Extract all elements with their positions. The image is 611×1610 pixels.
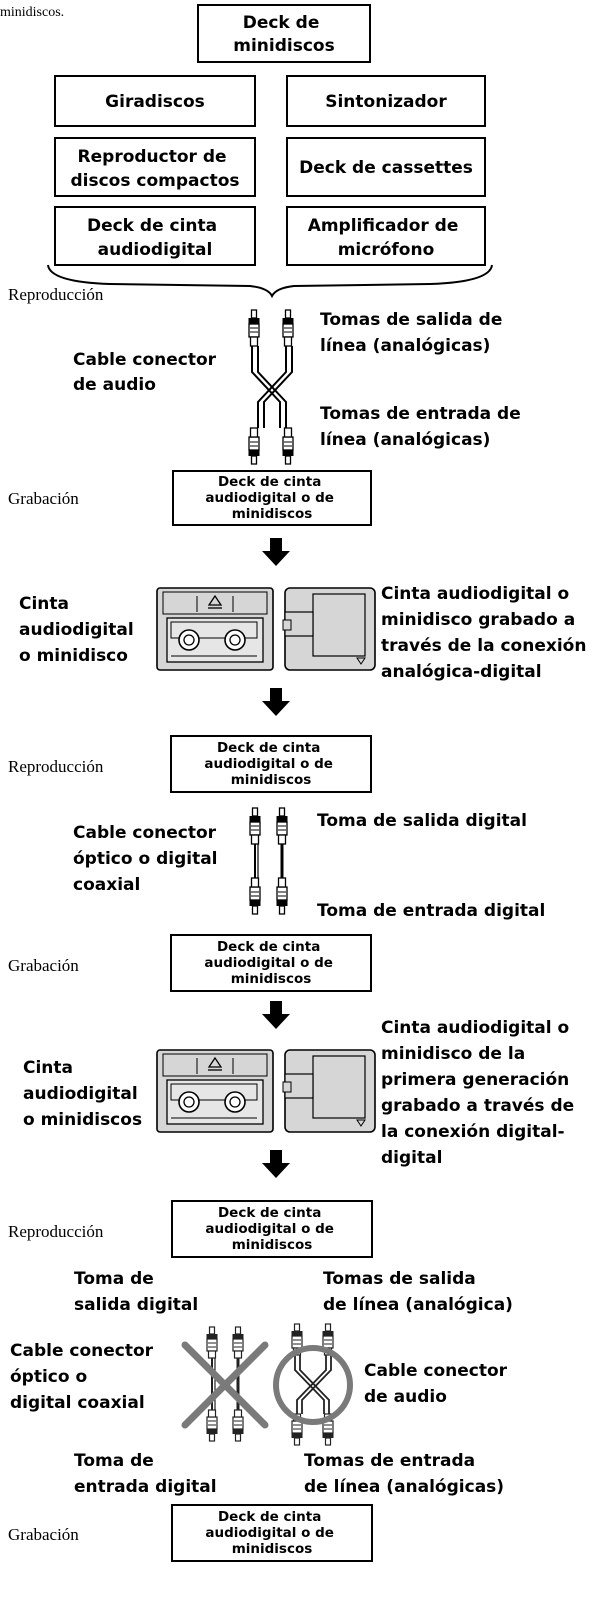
svg-text:Deck de cinta audiodigit: Deck de cinta audiodigital o de minidisc…	[204, 939, 337, 987]
source-md-deck: Deck de minidiscos	[197, 4, 371, 63]
analog-out-jack-label: Tomas de salida de línea (analógica)	[323, 1269, 513, 1315]
audio-cable-label-3: Cable conector de audio	[364, 1361, 513, 1407]
source-turntable: Giradiscos	[54, 75, 256, 127]
digital-cable	[248, 807, 289, 915]
digital-output-label: Toma de salida digital	[317, 811, 527, 831]
analog-input-label: Tomas de entrada de línea (analógicas)	[320, 404, 527, 450]
down-arrow-4	[262, 1150, 290, 1178]
allowed-circle-icon	[273, 1345, 353, 1425]
source-cassette-deck: Deck de cassettes	[286, 137, 486, 197]
recording-label-1: Grabación	[8, 489, 79, 508]
minidisc-1	[282, 587, 376, 671]
svg-text:Reproductor de discos co: Reproductor de discos compactos	[70, 147, 239, 191]
digital-out-jack-label: Toma de salida digital	[74, 1269, 198, 1315]
digital-input-label: Toma de entrada digital	[317, 901, 545, 921]
svg-text:Deck de cinta audiodigit: Deck de cinta audiodigital o de minidisc…	[204, 740, 337, 788]
playback-label-1: Reproducción	[8, 285, 104, 304]
svg-text:Deck de minidiscos: Deck de minidiscos	[233, 13, 334, 56]
svg-text:Deck de cassettes: Deck de cassettes	[299, 158, 473, 178]
digital-in-jack-label: Toma de entrada digital	[74, 1451, 217, 1497]
playback-label-2: Reproducción	[8, 757, 104, 776]
svg-text:Sintonizador: Sintonizador	[325, 92, 447, 112]
prohibited-x-icon	[181, 1341, 269, 1429]
top-caption: minidiscos.	[0, 5, 64, 20]
media-label-1: Cinta audiodigital o minidisco	[19, 594, 140, 666]
analog-cable-label: Cable conector de audio	[73, 350, 222, 395]
playback-deck-2: Deck de cinta audiodigital o de minidisc…	[170, 735, 372, 793]
digital-cable-label: Cable conector óptico o digital coaxial	[73, 823, 223, 895]
recording-deck-2: Deck de cinta audiodigital o de minidisc…	[170, 934, 372, 992]
down-arrow-1	[262, 538, 290, 566]
recording-deck-1: Deck de cinta audiodigital o de minidisc…	[172, 470, 372, 526]
analog-audio-cable	[247, 309, 295, 465]
analog-output-label: Tomas de salida de línea (analógicas)	[320, 310, 508, 356]
down-arrow-2	[262, 688, 290, 716]
media-note-1: Cinta audiodigital o minidisco grabado a…	[381, 584, 592, 682]
svg-text:Deck de cinta audiodigit: Deck de cinta audiodigital o de minidisc…	[205, 1509, 338, 1557]
digital-cable-label-3: Cable conector óptico o digital coaxial	[10, 1341, 159, 1413]
source-dat-deck: Deck de cinta audiodigital	[54, 206, 256, 266]
audio-cable-allowed	[290, 1323, 335, 1446]
playback-label-3: Reproducción	[8, 1222, 104, 1241]
media-label-2: Cinta audiodigital o minidiscos	[23, 1058, 144, 1130]
svg-text:Deck de cinta audiodigit: Deck de cinta audiodigital o de minidisc…	[205, 1205, 338, 1253]
source-mic-amp: Amplificador de micrófono	[286, 206, 486, 266]
svg-text:Giradiscos: Giradiscos	[105, 92, 205, 112]
svg-text:Amplificador de micrófon: Amplificador de micrófono	[308, 216, 465, 260]
analog-in-jack-label: Tomas de entrada de línea (analógicas)	[304, 1451, 504, 1497]
dat-cassette-1	[156, 587, 274, 671]
source-brace	[47, 264, 493, 299]
svg-text:Deck de cinta audiodigit: Deck de cinta audiodigital o de minidisc…	[205, 474, 338, 522]
playback-deck-3: Deck de cinta audiodigital o de minidisc…	[171, 1200, 373, 1258]
recording-label-3: Grabación	[8, 1525, 79, 1544]
source-cd-player: Reproductor de discos compactos	[54, 137, 256, 197]
dat-cassette-2	[156, 1049, 274, 1133]
down-arrow-3	[262, 1001, 290, 1029]
minidisc-2	[282, 1049, 376, 1133]
recording-deck-3: Deck de cinta audiodigital o de minidisc…	[171, 1504, 373, 1562]
media-note-2: Cinta audiodigital o minidisco de la pri…	[381, 1018, 580, 1168]
recording-label-2: Grabación	[8, 956, 79, 975]
svg-text:Deck de cinta audiodigit: Deck de cinta audiodigital	[87, 216, 223, 260]
source-tuner: Sintonizador	[286, 75, 486, 127]
